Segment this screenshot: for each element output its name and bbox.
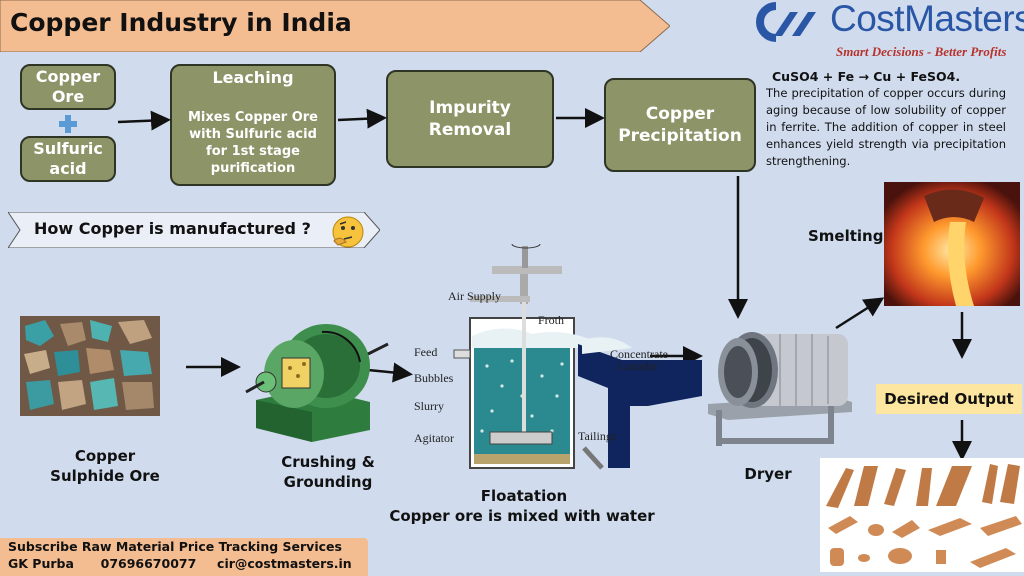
leaching-box: Leaching Mixes Copper Ore with Sulfuric … xyxy=(170,64,336,186)
impurity-removal-box: Impurity Removal xyxy=(386,70,554,168)
smelting-image xyxy=(884,182,1020,306)
footer-contact: Subscribe Raw Material Price Tracking Se… xyxy=(0,538,368,576)
copper-ore-box: Copper Ore xyxy=(20,64,116,110)
contact-name: GK Purba xyxy=(8,556,74,571)
chemical-equation: CuSO4 + Fe → Cu + FeSO4. xyxy=(772,69,961,84)
desired-output-box: Desired Output xyxy=(876,384,1022,414)
ore-stage-label: Copper Sulphide Ore xyxy=(50,447,160,485)
copper-precipitation-label: Copper Precipitation xyxy=(618,104,742,146)
crusher-image xyxy=(245,324,389,442)
feed-label: Feed xyxy=(414,345,437,359)
agitator-label: Agitator xyxy=(414,431,454,445)
dryer-stage-label: Dryer xyxy=(744,465,792,483)
launder-label: Launder xyxy=(618,359,658,373)
tailings-label: Tailings xyxy=(578,429,617,443)
how-banner xyxy=(8,212,380,248)
note-text: The precipitation of copper occurs durin… xyxy=(766,86,1006,168)
footer-subscribe-text: Subscribe Raw Material Price Tracking Se… xyxy=(8,539,342,554)
floatation-description: Copper ore is mixed with water xyxy=(389,507,655,525)
chemistry-note: CuSO4 + Fe → Cu + FeSO4. The precipitati… xyxy=(766,68,1006,170)
slurry-label: Slurry xyxy=(414,399,444,413)
sulfuric-acid-box: Sulfuric acid xyxy=(20,136,116,182)
copper-ore-label: Copper Ore xyxy=(35,67,101,106)
plus-icon xyxy=(59,115,77,133)
leaching-title: Leaching xyxy=(212,68,294,87)
logo-name: CostMasters xyxy=(830,0,1024,39)
footer-contact-line: GK Purba 07696670077 cir@costmasters.in xyxy=(0,555,368,572)
sulfuric-acid-label: Sulfuric acid xyxy=(33,139,103,178)
air-supply-label: Air Supply xyxy=(448,289,501,303)
floatation-cell-diagram xyxy=(453,243,702,470)
contact-phone[interactable]: 07696670077 xyxy=(100,556,197,571)
page-title: Copper Industry in India xyxy=(10,8,352,37)
desired-output-label: Desired Output xyxy=(884,390,1014,408)
contact-email[interactable]: cir@costmasters.in xyxy=(217,556,352,571)
smelting-stage-label: Smelting xyxy=(808,227,884,245)
title-banner xyxy=(0,0,670,52)
crushing-stage-label: Crushing & Grounding xyxy=(281,453,375,491)
thinking-face-icon xyxy=(332,216,364,248)
how-banner-text: How Copper is manufactured ? xyxy=(34,219,311,238)
leaching-description: Mixes Copper Ore with Sulfuric acid for … xyxy=(188,110,318,176)
copper-ore-image xyxy=(20,316,160,416)
floatation-labels: Air Supply Froth Feed Bubbles Slurry Agi… xyxy=(414,289,668,445)
bubbles-label: Bubbles xyxy=(414,371,454,385)
floatation-stage-label: Floatation xyxy=(480,487,568,505)
copper-products-image xyxy=(820,458,1024,572)
logo-tagline: Smart Decisions - Better Profits xyxy=(836,44,1007,59)
froth-label: Froth xyxy=(538,313,564,327)
copper-precipitation-box: Copper Precipitation xyxy=(604,78,756,172)
impurity-removal-label: Impurity Removal xyxy=(428,98,512,140)
concentrate-label: Concentrate xyxy=(610,347,668,361)
logo-icon xyxy=(756,2,816,42)
dryer-image xyxy=(708,332,852,446)
